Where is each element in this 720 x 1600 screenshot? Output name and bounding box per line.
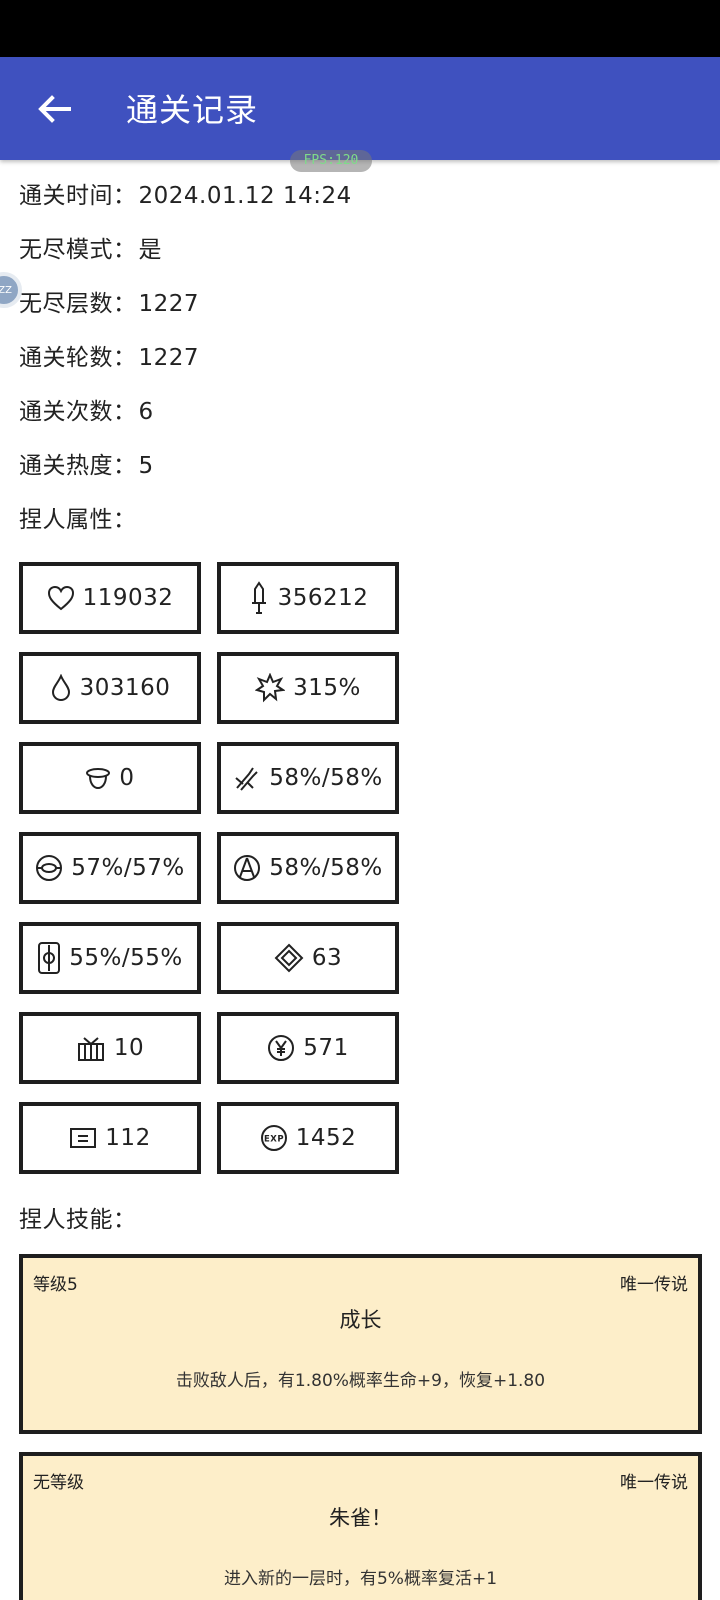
skill-description: 进入新的一层时，有5%概率复活+1 (223, 1569, 498, 1589)
skill-name: 朱雀！ (329, 1506, 392, 1530)
endless-floors-value: 1227 (138, 291, 200, 317)
clear-heat-row: 通关热度：5 (19, 446, 154, 480)
attr-cell: 55%/55% (19, 922, 201, 994)
armor-plate-icon (38, 942, 61, 974)
attr-cell: 315% (217, 652, 399, 724)
sword-icon (251, 581, 266, 614)
card-icon (70, 1128, 97, 1148)
clear-time-value: 2024.01.12 14:24 (138, 183, 352, 209)
page-title: 通关记录 (126, 91, 259, 129)
heart-icon (47, 585, 74, 611)
attr-cell: 58%/58% (217, 742, 399, 814)
attr-cell: 57%/57% (19, 832, 201, 904)
skill-card: 等级5 唯一传说 成长 击败敌人后，有1.80%概率生命+9，恢复+1.80 (19, 1254, 702, 1434)
clear-rounds-row: 通关轮数：1227 (19, 338, 199, 372)
attr-value: 57%/57% (71, 855, 185, 881)
attr-cell: 10 (19, 1012, 201, 1084)
attr-value: 55%/55% (69, 945, 183, 971)
endless-mode-row: 无尽模式：是 (19, 230, 162, 264)
helmet-icon (86, 768, 111, 790)
attr-value: 0 (119, 765, 135, 791)
gift-box-icon (77, 1037, 104, 1061)
attr-value: 119032 (82, 585, 174, 611)
clear-time-label: 通关时间： (19, 183, 137, 209)
burst-icon (255, 673, 286, 703)
bubble-label: ZZ (0, 284, 12, 296)
floating-assistant-bubble[interactable]: ZZ (0, 272, 22, 308)
endless-mode-label: 无尽模式： (19, 237, 137, 263)
attr-cell: 0 (19, 742, 201, 814)
skill-level: 无等级 (33, 1473, 84, 1493)
shield-ring-icon (36, 855, 63, 881)
compass-icon (234, 855, 261, 881)
skill-name: 成长 (339, 1308, 382, 1332)
clear-count-value: 6 (138, 399, 154, 425)
yen-coin-icon (268, 1035, 295, 1061)
attr-value: 63 (311, 945, 343, 971)
skill-rarity: 唯一传说 (620, 1275, 688, 1295)
clear-rounds-value: 1227 (138, 345, 200, 371)
attr-value: 10 (113, 1035, 145, 1061)
endless-floors-row: 无尽层数：1227 (19, 284, 199, 318)
exp-badge-icon: EXP (260, 1125, 287, 1151)
endless-floors-label: 无尽层数： (19, 291, 137, 317)
attributes-heading: 捏人属性： (19, 507, 137, 533)
back-button[interactable] (30, 87, 78, 131)
blades-icon (235, 767, 258, 791)
diamond-icon (274, 943, 304, 973)
attr-cell: EXP 1452 (217, 1102, 399, 1174)
status-bar (0, 0, 720, 57)
clear-time-row: 通关时间：2024.01.12 14:24 (19, 176, 352, 210)
attr-cell: 356212 (217, 562, 399, 634)
clear-heat-value: 5 (138, 453, 154, 479)
attr-value: 58%/58% (269, 855, 383, 881)
clear-rounds-label: 通关轮数： (19, 345, 137, 371)
attr-cell: 112 (19, 1102, 201, 1174)
attr-cell: 58%/58% (217, 832, 399, 904)
attr-cell: 571 (217, 1012, 399, 1084)
attr-cell: 303160 (19, 652, 201, 724)
attr-value: 356212 (277, 585, 369, 611)
skill-card: 无等级 唯一传说 朱雀！ 进入新的一层时，有5%概率复活+1 (19, 1452, 702, 1600)
attr-value: 1452 (295, 1125, 357, 1151)
attr-cell: 63 (217, 922, 399, 994)
skill-level: 等级5 (33, 1275, 78, 1295)
attr-value: 303160 (79, 675, 171, 701)
svg-text:EXP: EXP (264, 1135, 284, 1145)
clear-count-row: 通关次数：6 (19, 392, 154, 426)
attr-value: 58%/58% (269, 765, 383, 791)
water-drop-icon (51, 674, 70, 702)
skill-description: 击败敌人后，有1.80%概率生命+9，恢复+1.80 (175, 1371, 546, 1391)
attr-value: 112 (105, 1125, 151, 1151)
attr-value: 315% (293, 675, 361, 701)
endless-mode-value: 是 (138, 237, 162, 263)
clear-heat-label: 通关热度： (19, 453, 137, 479)
arrow-left-icon (38, 95, 71, 123)
skill-rarity: 唯一传说 (620, 1473, 688, 1493)
clear-count-label: 通关次数： (19, 399, 137, 425)
attr-value: 571 (303, 1035, 349, 1061)
attr-cell: 119032 (19, 562, 201, 634)
skills-heading: 捏人技能： (19, 1207, 137, 1233)
app-bar: 通关记录 (0, 57, 720, 160)
fps-overlay-badge: FPS:120 (290, 150, 372, 172)
